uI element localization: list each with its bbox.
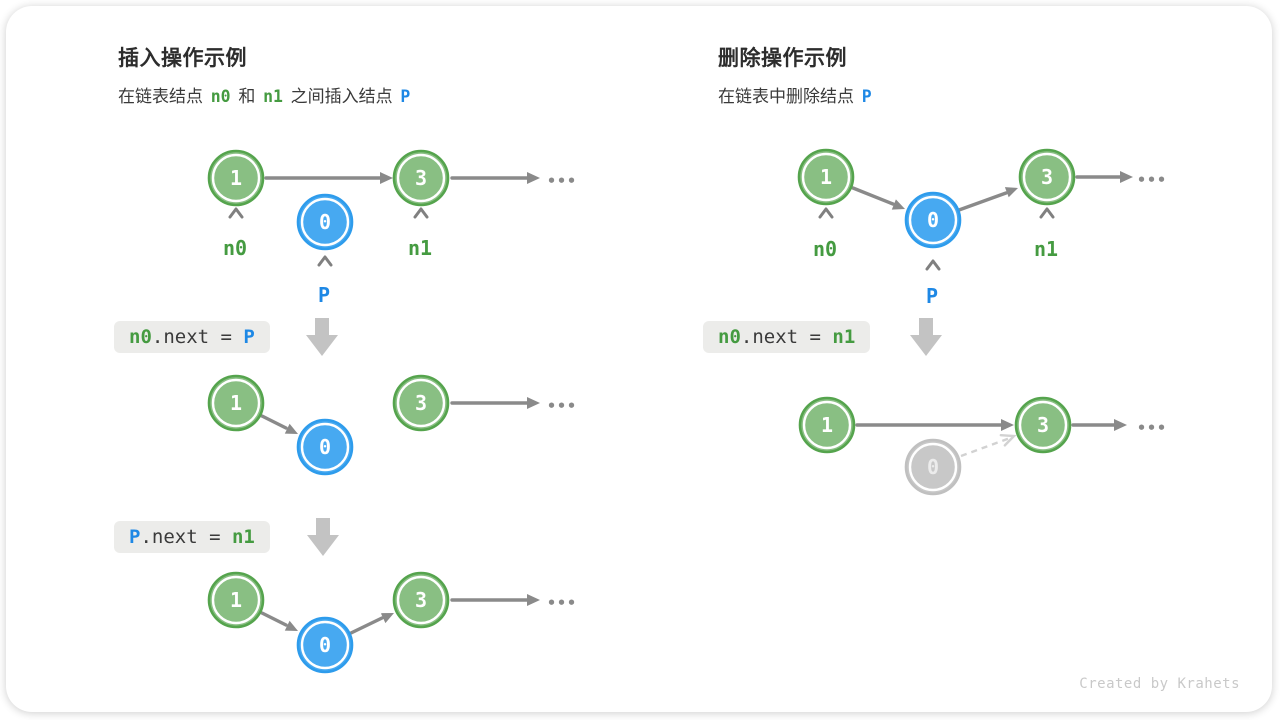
subtitle-n1: n1 xyxy=(263,87,283,106)
arrow xyxy=(851,186,895,206)
dashed-arrowhead xyxy=(999,434,1017,447)
node-value: 0 xyxy=(319,633,331,657)
code-token: n1 xyxy=(231,526,255,548)
code-token: n0 xyxy=(718,326,741,348)
node-value: 3 xyxy=(415,588,427,612)
ellipsis-dots: ••• xyxy=(547,594,577,612)
ellipsis-dots: ••• xyxy=(547,172,577,190)
node-value: 3 xyxy=(415,166,427,190)
node-blue-p: 0 xyxy=(296,418,354,476)
node-value: 3 xyxy=(415,391,427,415)
node-green-1: 1 xyxy=(207,149,265,207)
arrow xyxy=(260,414,288,430)
node-value: 0 xyxy=(319,435,331,459)
down-arrow-icon xyxy=(306,318,338,356)
down-arrow-icon xyxy=(910,318,942,356)
credit-text: Created by Krahets xyxy=(1079,676,1240,692)
arrowhead xyxy=(284,620,298,631)
code-box-delete-1: n0.next = n1 xyxy=(703,321,871,353)
node-value: 1 xyxy=(820,165,832,189)
node-green-3: 3 xyxy=(392,571,450,629)
label-n0: n0 xyxy=(223,236,247,260)
subtitle-text: 在链表中删除结点 xyxy=(718,87,859,106)
caret-up-icon xyxy=(925,259,941,271)
node-value: 0 xyxy=(319,210,331,234)
code-token: .next = xyxy=(740,326,833,348)
node-green-1: 1 xyxy=(798,396,856,454)
arrowhead xyxy=(527,594,540,606)
label-n0: n0 xyxy=(813,237,837,261)
code-token: P xyxy=(243,326,255,348)
node-green-1: 1 xyxy=(797,148,855,206)
code-token: n1 xyxy=(832,326,856,348)
node-value: 3 xyxy=(1037,413,1049,437)
node-blue-p: 0 xyxy=(296,616,354,674)
delete-subtitle: 在链表中删除结点 P xyxy=(718,82,875,107)
arrowhead xyxy=(380,172,393,184)
node-green-3: 3 xyxy=(392,149,450,207)
node-value: 1 xyxy=(230,391,242,415)
diagram-insert-step3: 1 3 0 ••• xyxy=(207,571,577,674)
diagram-insert-step1: 1 3 0 n0 n1 P ••• xyxy=(207,149,577,307)
arrow xyxy=(260,611,288,627)
subtitle-p: P xyxy=(861,87,872,106)
arrow xyxy=(957,191,1008,212)
node-value: 0 xyxy=(927,208,939,232)
code-box-insert-1: n0.next = P xyxy=(114,321,270,353)
node-value: 3 xyxy=(1041,165,1053,189)
node-value: 0 xyxy=(927,455,939,479)
ellipsis-dots: ••• xyxy=(1137,171,1167,189)
arrowhead xyxy=(527,172,540,184)
arrowhead xyxy=(1004,187,1018,198)
subtitle-text: 在链表结点 xyxy=(118,87,208,106)
arrowhead xyxy=(1001,419,1014,431)
caret-up-icon xyxy=(1039,207,1055,219)
code-token: n0 xyxy=(129,326,152,348)
caret-up-icon xyxy=(413,207,429,219)
label-p: P xyxy=(318,283,330,307)
code-token: P xyxy=(129,526,141,548)
subtitle-n0: n0 xyxy=(210,87,231,106)
insert-title: 插入操作示例 xyxy=(118,47,247,70)
code-box-insert-2: P.next = n1 xyxy=(114,521,270,553)
insert-subtitle: 在链表结点 n0 和 n1 之间插入结点 P xyxy=(118,82,413,107)
label-n1: n1 xyxy=(1034,237,1058,261)
node-green-1: 1 xyxy=(207,374,265,432)
diagram-delete-step1: 1 3 0 n0 n1 P ••• xyxy=(797,148,1167,308)
caret-up-icon xyxy=(228,207,244,219)
label-n1: n1 xyxy=(408,236,432,260)
code-token: .next = xyxy=(140,526,232,548)
label-p: P xyxy=(926,284,938,308)
arrowhead xyxy=(891,199,905,210)
node-green-3: 3 xyxy=(392,374,450,432)
node-value: 1 xyxy=(230,166,242,190)
ellipsis-dots: ••• xyxy=(547,397,577,415)
node-value: 1 xyxy=(821,413,833,437)
arrow xyxy=(349,616,384,635)
arrowhead xyxy=(284,423,298,434)
down-arrow-icon xyxy=(307,518,339,556)
node-value: 1 xyxy=(230,588,242,612)
arrowhead xyxy=(380,613,394,624)
caret-up-icon xyxy=(317,255,333,267)
node-blue-p: 0 xyxy=(296,193,354,251)
code-token: .next = xyxy=(151,326,244,348)
diagram-delete-step2: 0 1 3 ••• xyxy=(798,396,1167,496)
subtitle-text: 之间插入结点 xyxy=(285,87,398,106)
caret-up-icon xyxy=(818,207,834,219)
arrowhead xyxy=(1120,171,1133,183)
subtitle-p: P xyxy=(400,87,411,106)
dashed-arrow xyxy=(960,436,1011,458)
arrowhead xyxy=(1114,419,1127,431)
arrowhead xyxy=(527,397,540,409)
node-green-3: 3 xyxy=(1014,396,1072,454)
node-blue-p: 0 xyxy=(904,191,962,249)
node-green-3: 3 xyxy=(1018,148,1076,206)
ellipsis-dots: ••• xyxy=(1137,419,1167,437)
node-green-1: 1 xyxy=(207,571,265,629)
subtitle-text: 和 xyxy=(233,87,261,106)
delete-title: 删除操作示例 xyxy=(718,47,847,70)
node-gray-removed: 0 xyxy=(904,438,962,496)
diagram-insert-step2: 1 3 0 ••• xyxy=(207,374,577,476)
